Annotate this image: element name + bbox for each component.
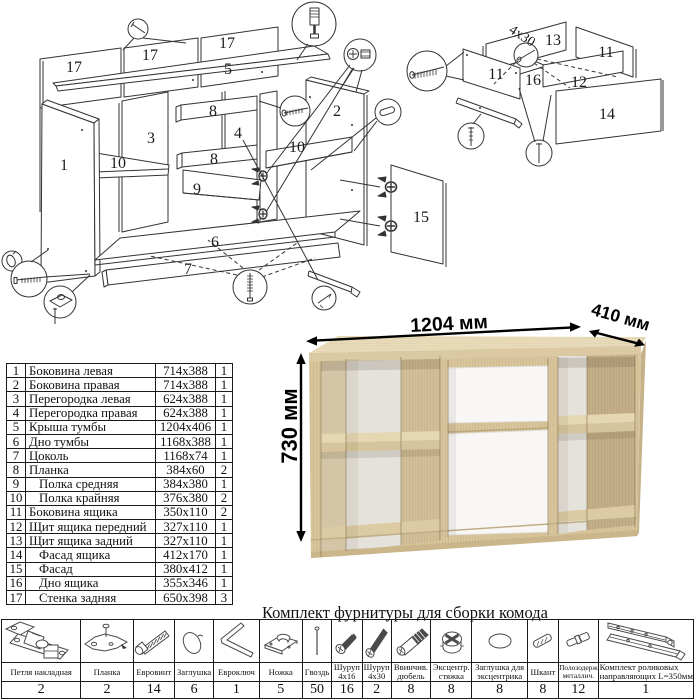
svg-text:5: 5 bbox=[224, 61, 232, 78]
svg-text:11: 11 bbox=[488, 66, 503, 83]
svg-text:10: 10 bbox=[289, 139, 305, 156]
svg-text:12: 12 bbox=[571, 74, 587, 91]
svg-text:6: 6 bbox=[211, 234, 219, 251]
svg-text:11: 11 bbox=[598, 44, 613, 61]
svg-text:16: 16 bbox=[525, 72, 541, 89]
svg-text:7: 7 bbox=[184, 261, 192, 278]
svg-text:9: 9 bbox=[193, 181, 201, 198]
svg-text:15: 15 bbox=[413, 209, 429, 226]
svg-text:1204 мм: 1204 мм bbox=[410, 311, 489, 337]
svg-text:10: 10 bbox=[110, 155, 126, 172]
svg-text:8: 8 bbox=[210, 151, 218, 168]
svg-text:410 мм: 410 мм bbox=[589, 299, 652, 335]
svg-text:4: 4 bbox=[234, 125, 242, 142]
svg-text:730 мм: 730 мм bbox=[277, 388, 302, 463]
svg-text:8: 8 bbox=[209, 103, 217, 120]
svg-text:1: 1 bbox=[60, 157, 68, 174]
svg-text:17: 17 bbox=[142, 47, 158, 64]
svg-text:17: 17 bbox=[66, 59, 82, 76]
svg-text:2: 2 bbox=[333, 103, 341, 120]
svg-text:14: 14 bbox=[599, 106, 615, 123]
svg-text:3: 3 bbox=[147, 130, 155, 147]
svg-text:13: 13 bbox=[545, 32, 561, 49]
svg-text:17: 17 bbox=[219, 35, 235, 52]
